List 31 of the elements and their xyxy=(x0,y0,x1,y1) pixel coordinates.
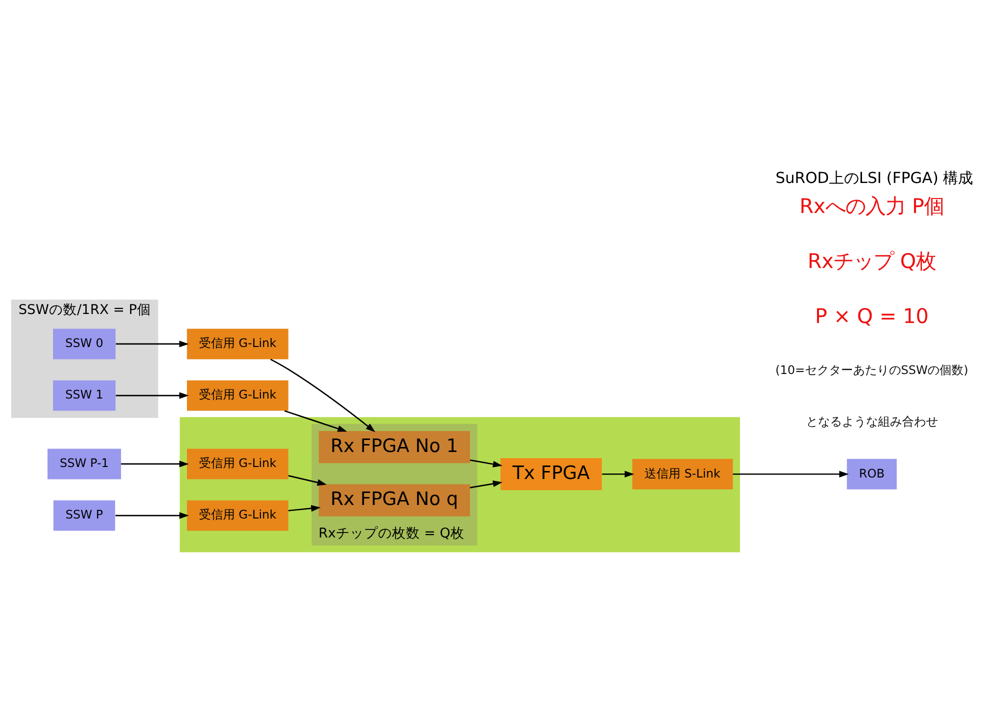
label: Rxへの入力 P個 xyxy=(799,194,944,218)
node-box: SSW 1 xyxy=(53,380,116,411)
label: Rxチップ Q枚 xyxy=(808,249,936,274)
arrow xyxy=(288,475,327,486)
node-box: 受信用 G-Link xyxy=(186,328,288,360)
diagram-title: SuROD上のLSI (FPGA) 構成 xyxy=(775,168,974,187)
node-box: ROB xyxy=(846,458,897,490)
node-box: 受信用 G-Link xyxy=(186,448,288,480)
node-box: SSW P-1 xyxy=(48,448,122,480)
node-box: Rx FPGA No 1 xyxy=(318,431,470,464)
node-box: SSW P xyxy=(53,500,116,531)
node-box: 送信用 S-Link xyxy=(632,458,733,490)
label: P × Q = 10 xyxy=(814,304,929,328)
label: (10=セクターあたりのSSWの個数) xyxy=(775,363,968,378)
arrow xyxy=(284,410,348,432)
arrow xyxy=(288,505,321,512)
node-box: 受信用 G-Link xyxy=(186,500,288,531)
node-box: Rx FPGA No q xyxy=(318,484,470,516)
node-box: SSW 0 xyxy=(53,328,116,360)
arrow xyxy=(732,470,849,478)
arrow xyxy=(121,460,189,468)
label: となるような組み合わせ xyxy=(806,414,938,429)
arrow xyxy=(115,512,189,519)
arrow xyxy=(470,480,502,488)
arrow xyxy=(270,358,376,432)
arrow xyxy=(116,340,189,348)
node-box: Tx FPGA xyxy=(500,458,602,490)
node-box: 受信用 G-Link xyxy=(186,380,288,411)
arrow xyxy=(602,470,634,478)
arrow xyxy=(116,392,189,399)
arrow xyxy=(470,459,502,468)
